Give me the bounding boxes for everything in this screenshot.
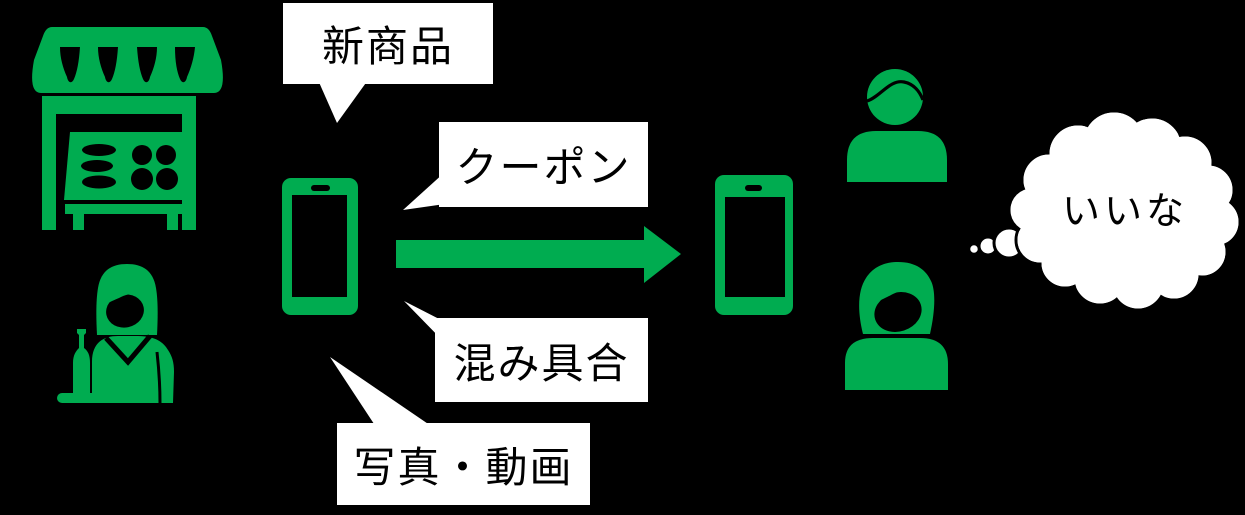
thought-bubble-label: いいな — [1040, 184, 1210, 233]
phone-screen — [725, 197, 785, 297]
female-fringe — [874, 280, 924, 303]
display-bun — [156, 168, 178, 190]
staff-fringe — [108, 285, 146, 303]
storefront-header — [42, 96, 196, 114]
storefront-post-left — [42, 110, 56, 230]
speech-bubble-coupon: クーポン — [439, 122, 648, 207]
female-customer-icon — [845, 262, 948, 390]
sender-smartphone-icon — [282, 178, 358, 315]
bubble-tail-crowd-level — [404, 301, 445, 343]
staff-arm-line — [155, 351, 162, 404]
wine-glass-stem — [103, 383, 107, 393]
shop-staff-icon — [57, 264, 174, 404]
awning-stripe — [137, 47, 157, 83]
display-bread — [81, 160, 113, 172]
storefront-leg-left — [73, 214, 84, 230]
display-bun — [156, 145, 176, 165]
bottle-icon — [73, 329, 90, 398]
bubble-tail-photo-video — [330, 357, 437, 430]
phone-speaker — [311, 185, 330, 191]
speech-bubble-coupon-label: クーポン — [455, 144, 632, 191]
phone-screen — [292, 195, 347, 297]
storefront-leg-right — [167, 214, 178, 230]
thought-cloud — [967, 109, 1242, 312]
speech-bubble-photo-video: 写真・動画 — [337, 423, 590, 505]
receiver-smartphone-icon — [715, 175, 793, 315]
storefront-shelf — [65, 204, 186, 214]
male-customer-icon — [847, 69, 947, 182]
display-bun — [131, 168, 153, 190]
staff-face — [106, 294, 144, 328]
male-body — [847, 131, 947, 182]
awning-stripe — [98, 47, 118, 83]
display-bread — [82, 175, 116, 189]
bubble-tail-coupon — [403, 172, 445, 210]
storefront-awning — [32, 27, 223, 93]
display-bread — [82, 144, 116, 156]
wine-glass-rim — [93, 356, 117, 362]
speech-bubble-crowd-level-label: 混み具合 — [453, 339, 630, 387]
male-hair-line — [866, 80, 925, 103]
speech-bubble-new-product: 新商品 — [283, 3, 493, 84]
thought-trail-bubble — [967, 242, 981, 256]
speech-bubble-crowd-level: 混み具合 — [435, 318, 648, 402]
female-body — [845, 338, 948, 390]
speech-bubble-new-product-label: 新商品 — [321, 23, 454, 70]
staff-torso — [92, 336, 174, 403]
display-bun — [132, 145, 152, 165]
cloud-fill — [1010, 112, 1239, 309]
awning-stripe — [60, 47, 80, 83]
counter-bar — [57, 393, 143, 403]
arrow-right-icon — [396, 226, 681, 283]
speech-bubble-photo-video-label: 写真・動画 — [353, 443, 574, 491]
thought-bubble-text: いいな — [1061, 190, 1188, 233]
phone-speaker — [745, 185, 762, 191]
storefront-icon — [32, 27, 223, 230]
awning-stripe — [175, 47, 195, 83]
staff-collar — [104, 334, 152, 366]
bubble-tail-new-product — [318, 80, 368, 123]
female-face — [874, 292, 922, 332]
